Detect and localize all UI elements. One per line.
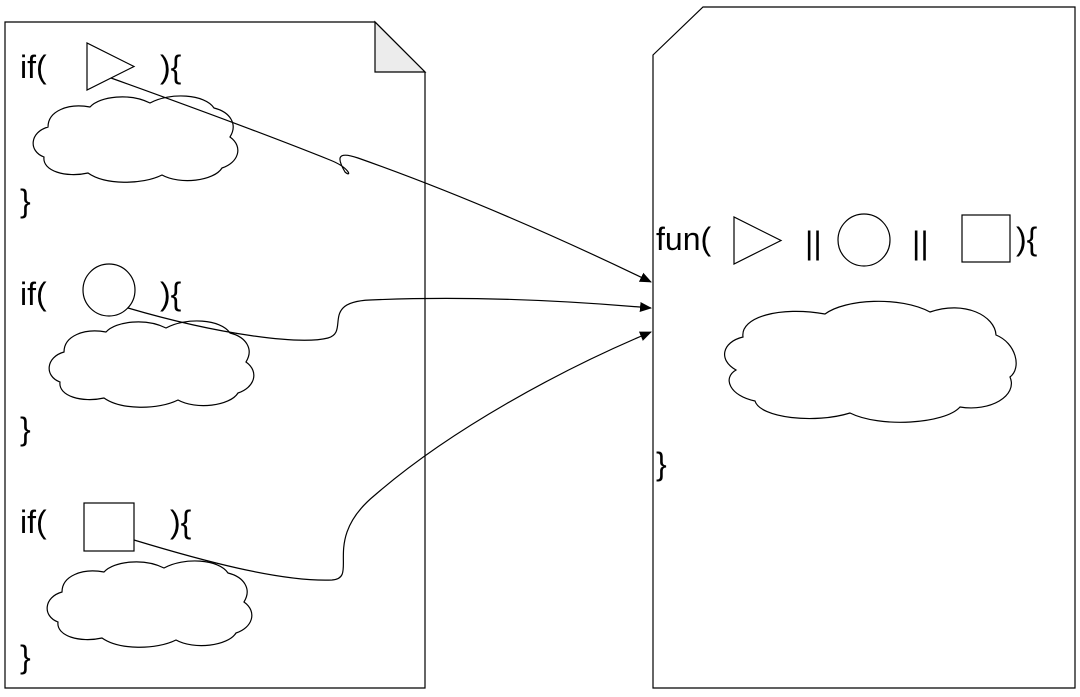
square-shape <box>83 502 135 552</box>
if-end-text: } <box>20 411 31 447</box>
if-end-text: } <box>20 639 31 675</box>
or-operator-2: || <box>912 225 929 261</box>
fun-cloud-shape <box>724 300 1017 423</box>
arrows <box>110 77 652 581</box>
fun-open-text: fun( <box>656 221 711 257</box>
if-open-text: if( <box>20 504 47 540</box>
fun-close-text: ){ <box>1016 221 1038 257</box>
arrow-square-to-fun <box>133 331 652 581</box>
if-block-square: if( ){ } <box>20 502 253 675</box>
fun-block: fun( || || ){ } <box>656 213 1038 482</box>
or-operator-1: || <box>805 225 822 261</box>
triangle-shape <box>86 42 136 91</box>
if-open-text: if( <box>20 276 47 312</box>
cloud-shape <box>46 560 253 648</box>
if-close-text: ){ <box>160 49 182 85</box>
fun-triangle-shape <box>733 216 783 265</box>
if-end-text: } <box>20 183 31 219</box>
cloud-shape <box>48 320 255 408</box>
arrow-triangle-to-fun <box>110 77 652 283</box>
fun-end-text: } <box>656 446 667 482</box>
arrow-circle-to-fun <box>127 297 652 341</box>
if-close-text: ){ <box>170 504 192 540</box>
fun-square-shape <box>961 214 1011 263</box>
if-close-text: ){ <box>160 276 182 312</box>
circle-shape <box>82 263 136 317</box>
if-open-text: if( <box>20 49 47 85</box>
if-block-triangle: if( ){ } <box>20 42 239 219</box>
if-block-circle: if( ){ } <box>20 263 255 447</box>
cloud-shape <box>32 95 239 183</box>
left-document-folded-corner <box>374 20 427 73</box>
fun-circle-shape <box>837 213 891 267</box>
